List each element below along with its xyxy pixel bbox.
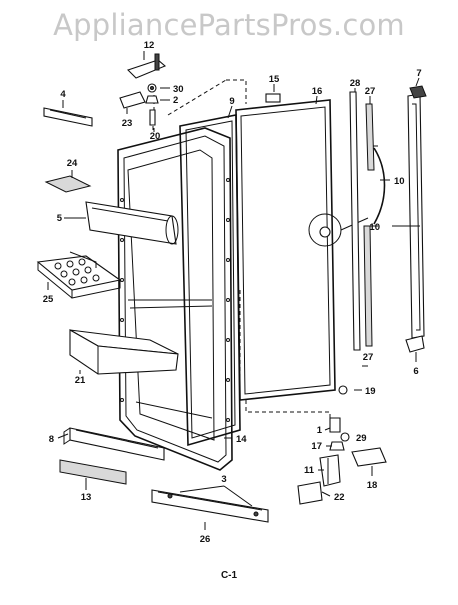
callout-27-lower: 27 [363,352,374,363]
top-hinge [126,53,167,79]
bottom-hinge [319,454,341,487]
callout-24: 24 [67,158,78,169]
door-gasket [179,114,241,447]
bottom-endcap [405,335,425,353]
leader-lines [47,51,420,530]
trim-strip-lower [363,225,373,347]
callout-26: 26 [200,534,211,545]
callout-21: 21 [75,375,86,386]
callout-29: 29 [356,433,367,444]
callout-5: 5 [57,213,63,224]
dairy-door [85,201,179,245]
callout-12: 12 [144,40,155,51]
callout-6: 6 [413,366,418,377]
callout-13: 13 [81,492,92,503]
callout-22: 22 [334,492,345,503]
dairy-bracket [44,175,92,193]
outer-door-panel [235,99,336,401]
hinge-bracket-lower [297,481,323,505]
callout-18: 18 [367,480,378,491]
door-liner [117,127,233,471]
nut-part [145,95,159,104]
callout-4: 4 [60,89,66,100]
callout-17: 17 [311,441,322,452]
egg-tray [36,251,122,299]
callout-3: 3 [221,474,226,485]
plug-cap [265,93,281,103]
callout-19: 19 [365,386,376,397]
alignment-line-hinge [167,79,227,116]
callout-1: 1 [317,425,323,436]
callout-30: 30 [173,84,184,95]
kick-channel [151,489,269,523]
callout-11: 11 [304,465,315,476]
washer-hole [150,86,154,90]
bottom-rail [63,427,165,461]
door-shelf-bin [69,329,179,375]
callout-3-leaders [179,485,253,507]
washer-29 [340,432,350,442]
alignment-line-top [226,79,247,104]
trim-strip-upper [365,103,375,171]
callout-14: 14 [236,434,247,445]
callout-2: 2 [173,95,178,106]
callout-7: 7 [416,68,421,79]
bottom-trim [59,459,127,485]
top-endcap [409,85,427,99]
callout-23: 23 [122,118,133,129]
handle-bar [407,93,425,339]
detail-circle [308,213,369,247]
hinge-plate [351,447,387,467]
callout-28: 28 [350,78,361,89]
callout-16: 16 [312,86,323,97]
callout-8: 8 [49,434,54,445]
callout-10-handle: 10 [394,176,405,187]
bolt-part [149,109,156,126]
bushing [329,417,341,433]
callout-9: 9 [229,96,234,107]
callout-27-upper: 27 [365,86,376,97]
hole-plug [338,385,348,395]
callout-20: 20 [150,131,161,142]
callout-25: 25 [43,294,54,305]
alignment-line-bottom [245,400,331,420]
nut-17 [329,441,345,451]
callout-15: 15 [269,74,280,85]
trim-strip [349,91,361,351]
hinge-bracket [119,91,146,109]
figure-id: C-1 [221,570,238,581]
top-rail [43,107,93,127]
watermark-logo: AppliancePartsPros.com [53,8,405,42]
callout-10-bar: 10 [369,222,380,233]
